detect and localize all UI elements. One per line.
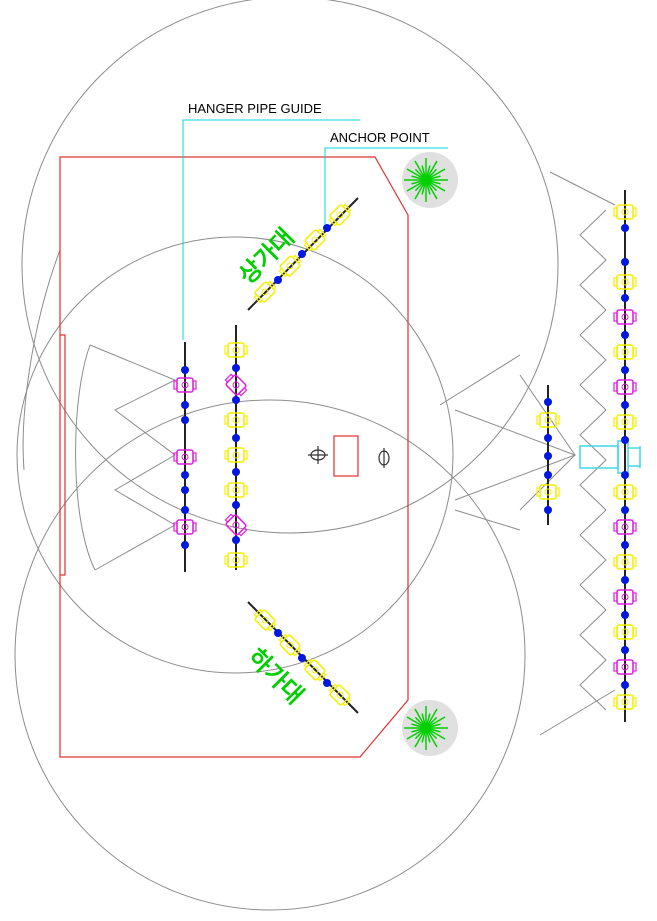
anchor-dot-icon xyxy=(274,629,282,637)
callout-anchor-point-label: ANCHOR POINT xyxy=(330,130,430,145)
anchor-dot-icon xyxy=(232,501,240,509)
anchor-dot-icon xyxy=(621,576,629,584)
pipe-fitting-icon xyxy=(579,440,641,474)
anchor-dot-icon xyxy=(621,471,629,479)
pipe-fixture-icon xyxy=(613,589,637,605)
pipe-fixture-icon xyxy=(613,624,637,640)
pipe-fixture-icon xyxy=(328,683,352,707)
anchor-dot-icon xyxy=(621,541,629,549)
anchor-dot-icon xyxy=(181,471,189,479)
center-box xyxy=(333,435,359,477)
pipe-fixture-icon xyxy=(173,377,197,393)
callout-hanger-pipe-guide: HANGER PIPE GUIDE xyxy=(182,101,360,340)
anchor-dot-icon xyxy=(621,611,629,619)
anchor-dot-icon xyxy=(232,364,240,372)
pipe-fixture-icon xyxy=(278,633,302,657)
anchor-dots xyxy=(181,224,629,689)
anchor-dot-icon xyxy=(621,331,629,339)
pipe-fixture-icon xyxy=(253,280,277,304)
pipe-fixture-icon xyxy=(173,519,197,535)
pipe-fixture-icon xyxy=(224,447,248,463)
anchor-dot-icon xyxy=(621,401,629,409)
pipe-fixture-icon xyxy=(536,412,560,428)
anchor-dot-icon xyxy=(621,366,629,374)
pipe-fixture-icon xyxy=(224,482,248,498)
pipe-fixture-icon xyxy=(536,484,560,500)
anchor-dot-icon xyxy=(323,224,331,232)
pipe-fixture-icon xyxy=(613,554,637,570)
anchor-dot-icon xyxy=(544,434,552,442)
anchor-dot-icon xyxy=(232,396,240,404)
tree-symbol-icon xyxy=(402,152,458,208)
pipe-fixture-icon xyxy=(278,254,302,278)
anchor-dot-icon xyxy=(621,224,629,232)
pipe-fixture-icon xyxy=(328,203,352,227)
pipe-fixture-icon xyxy=(303,658,327,682)
anchor-dot-icon xyxy=(181,416,189,424)
anchor-dot-icon xyxy=(621,436,629,444)
anchor-dot-icon xyxy=(181,401,189,409)
pipe-fixture-icon xyxy=(613,519,637,535)
anchor-dot-icon xyxy=(621,646,629,654)
anchor-dot-icon xyxy=(544,452,552,460)
pipe-fixture-icon xyxy=(303,228,327,252)
pipe-fixture-icon xyxy=(613,274,637,290)
pipe-fixture-icon xyxy=(613,484,637,500)
pipe-fixture-icon xyxy=(613,204,637,220)
pipe-fixture-icon xyxy=(224,342,248,358)
pipe-fixture-icon xyxy=(613,344,637,360)
pipe-fixture-icon xyxy=(613,659,637,675)
anchor-dot-icon xyxy=(274,276,282,284)
hanger-fixtures xyxy=(173,203,637,710)
pipe-fixture-icon xyxy=(224,513,248,537)
pipe-fixture-icon xyxy=(613,694,637,710)
anchor-dot-icon xyxy=(621,681,629,689)
anchor-dot-icon xyxy=(298,654,306,662)
anchor-dot-icon xyxy=(621,506,629,514)
pipe-fixture-icon xyxy=(224,412,248,428)
anchor-dot-icon xyxy=(181,541,189,549)
anchor-dot-icon xyxy=(181,486,189,494)
projector-icon xyxy=(308,446,328,464)
pipe-fixture-icon xyxy=(253,608,277,632)
anchor-dot-icon xyxy=(621,258,629,266)
pipe-fixture-icon xyxy=(613,309,637,325)
anchor-dot-icon xyxy=(232,434,240,442)
callout-anchor-point: ANCHOR POINT xyxy=(324,130,448,225)
anchor-dot-icon xyxy=(544,398,552,406)
anchor-dot-icon xyxy=(323,679,331,687)
anchor-dot-icon xyxy=(544,471,552,479)
anchor-dot-icon xyxy=(232,536,240,544)
pipe-fixture-icon xyxy=(613,379,637,395)
pipe-fixture-icon xyxy=(224,552,248,568)
projector-icon xyxy=(378,448,390,468)
anchor-dot-icon xyxy=(181,366,189,374)
anchor-dot-icon xyxy=(621,294,629,302)
anchor-dot-icon xyxy=(544,506,552,514)
anchor-dot-icon xyxy=(232,468,240,476)
pipe-fixture-icon xyxy=(613,414,637,430)
anchor-dot-icon xyxy=(181,506,189,514)
stage-boundary xyxy=(59,156,409,758)
coverage-outline xyxy=(14,0,616,911)
anchor-dot-icon xyxy=(298,250,306,258)
pipe-fixture-icon xyxy=(173,449,197,465)
tree-symbol-icon xyxy=(402,700,458,756)
callout-hanger-pipe-guide-label: HANGER PIPE GUIDE xyxy=(188,101,322,116)
pipe-fixture-icon xyxy=(224,373,248,397)
